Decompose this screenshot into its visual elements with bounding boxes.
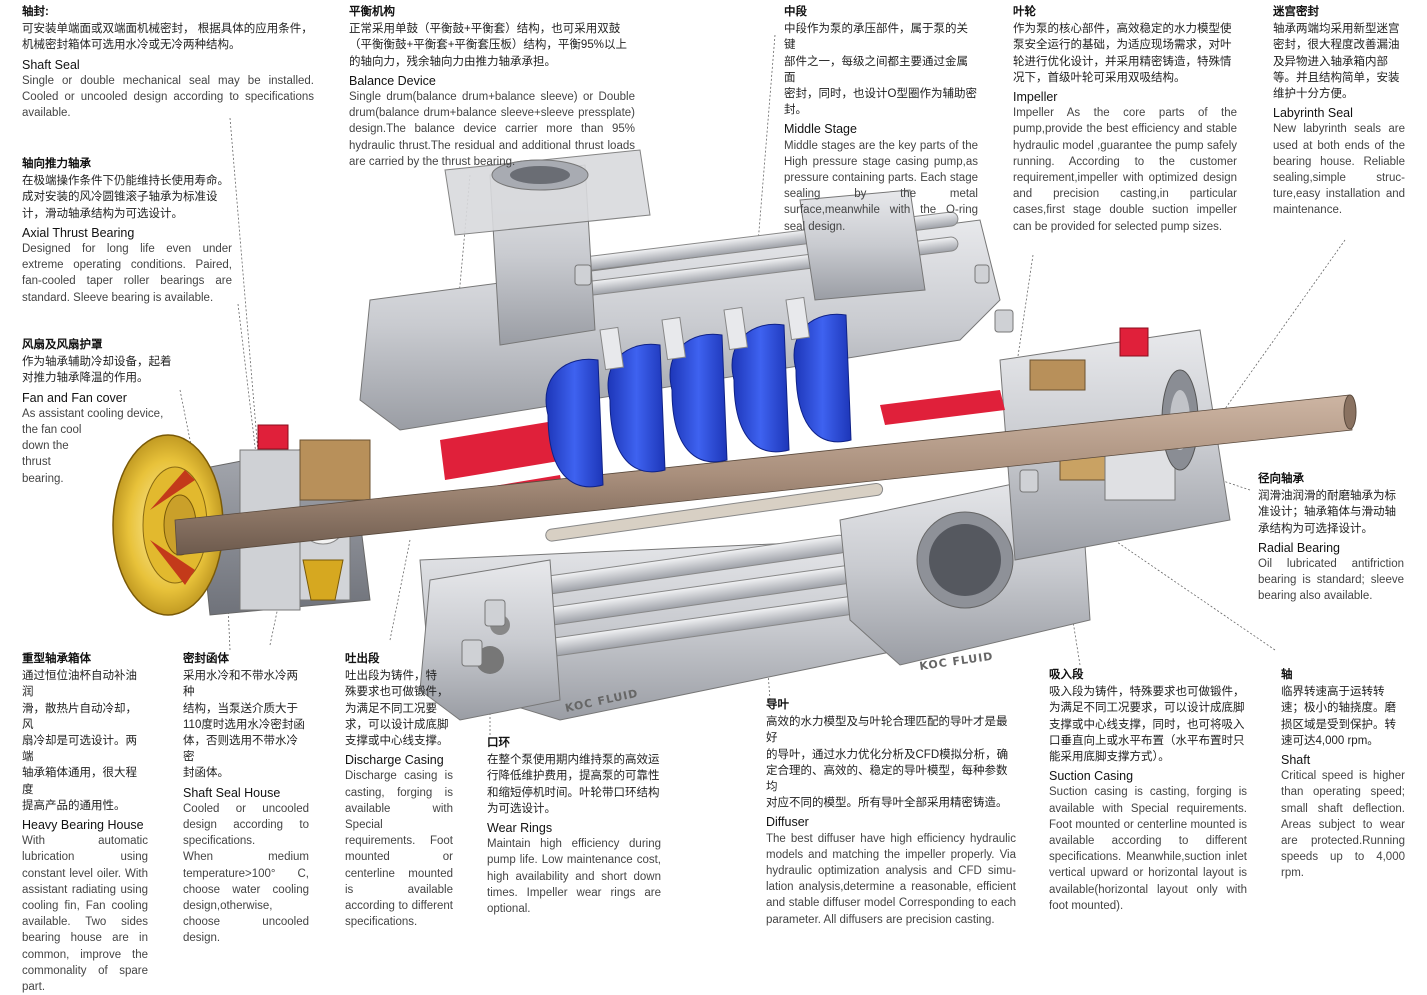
callout-fan: 风扇及风扇护罩 作为轴承辅助冷却设备，起着 对推力轴承降温的作用。 Fan an… [22, 337, 182, 487]
radial-cn-title: 径向轴承 [1258, 473, 1304, 485]
discharge-en-title: Discharge Casing [345, 753, 444, 768]
wear-cn-title: 口环 [487, 737, 510, 749]
axial-thrust-cn-title: 轴向推力轴承 [22, 158, 91, 170]
axial-thrust-en-text: Designed for long life even under extrem… [22, 243, 232, 304]
suction-cn-text: 吸入段为铸件，特殊要求也可做锻件， 为满足不同工况要求，可以设计成底脚 支撑或中… [1049, 686, 1245, 764]
discharge-en-text: Discharge casing is casting, forging is … [345, 770, 453, 929]
suction-en-title: Suction Casing [1049, 769, 1134, 784]
discharge-cn-text: 吐出段为铸件，特 殊要求也可做锻件， 为满足不同工况要 求，可以设计成底脚 支撑… [345, 670, 449, 748]
pump-cutaway-diagram: KOC FLUID KOC FLUID [112, 34, 1357, 735]
shaft-seal-cn-text: 可安装单端面或双端面机械密封， 根据具体的应用条件， 机械密封箱体可选用水冷或无… [22, 23, 313, 52]
diffuser-en-text: The best diffuser have high efficiency h… [766, 832, 1016, 926]
impeller-en-title: Impeller [1013, 90, 1058, 105]
heavy-cn-text: 通过恒位油杯自动补油润 滑，散热片自动冷却，风 扇冷却是可选设计。两端 轴承箱体… [22, 670, 137, 812]
callout-labyrinth: 迷宫密封 轴承两端均采用新型迷宫 密封，很大程度改善漏油 及异物进入轴承箱内部 … [1273, 4, 1405, 219]
shaft-en-title: Shaft [1281, 753, 1311, 768]
callout-radial-bearing: 径向轴承 润滑油润滑的耐磨轴承为标 准设计；轴承箱体与滑动轴 承结构为可选择设计… [1258, 471, 1404, 605]
balance-en-title: Balance Device [349, 73, 436, 88]
seal-house-cn-title: 密封函体 [183, 653, 229, 665]
fan-en-title: Fan and Fan cover [22, 390, 127, 405]
upper-casing [359, 149, 1001, 431]
middle-en-text: Middle stages are the key parts of the H… [784, 139, 978, 233]
callout-axial-thrust: 轴向推力轴承 在极端操作条件下仍能维持长使用寿命。 成对安装的风冷圆锥滚子轴承为… [22, 156, 232, 306]
callout-suction: 吸入段 吸入段为铸件，特殊要求也可做锻件， 为满足不同工况要求，可以设计成底脚 … [1049, 667, 1247, 914]
heavy-en-text: With automatic lubrication using constan… [22, 835, 148, 994]
diffuser-cn-title: 导叶 [766, 699, 789, 711]
shaft-seal-cn-title: 轴封: [22, 6, 49, 18]
impeller-cn-text: 作为泵的核心部件，高效稳定的水力模型使 泵安全运行的基础，为适应现场需求，对叶 … [1013, 23, 1232, 84]
diffuser-cn-text: 高效的水力模型及与叶轮合理匹配的导叶才是最好 的导叶，通过水力优化分析及CFD模… [766, 716, 1009, 810]
wear-en-title: Wear Rings [487, 821, 553, 836]
heavy-en-title: Heavy Bearing House [22, 818, 144, 833]
bolts [461, 264, 1039, 667]
middle-cn-title: 中段 [784, 6, 807, 18]
radial-cn-text: 润滑油润滑的耐磨轴承为标 准设计；轴承箱体与滑动轴 承结构为可选择设计。 [1258, 490, 1396, 535]
shaft-cn-title: 轴 [1281, 669, 1293, 681]
shaft [174, 394, 1357, 556]
shaft-seal-en-title: Shaft Seal [22, 57, 80, 72]
axial-thrust-en-title: Axial Thrust Bearing [22, 225, 135, 240]
seal-house-en-text: Cooled or uncooled design according to s… [183, 802, 309, 945]
callout-seal-house: 密封函体 采用水冷和不带水冷两种 结构，当泵送介质大于 110度时选用水冷密封函… [183, 651, 309, 947]
discharge-cn-title: 吐出段 [345, 653, 380, 665]
fan-cn-title: 风扇及风扇护罩 [22, 339, 103, 351]
shaft-en-text: Critical speed is higher than operating … [1281, 770, 1405, 880]
callout-discharge: 吐出段 吐出段为铸件，特 殊要求也可做锻件， 为满足不同工况要 求，可以设计成底… [345, 651, 453, 930]
wear-cn-text: 在整个泵使用期内维持泵的高效运 行降低维护费用，提高泵的可靠性 和缩短停机时间。… [487, 754, 660, 815]
shaft-cn-text: 临界转速高于运转转 速；极小的轴挠度。磨 损区域是受到保护。转 速可达4,000… [1281, 686, 1396, 747]
suction-cn-title: 吸入段 [1049, 669, 1084, 681]
impeller-en-text: Impeller As the core parts of the pump,p… [1013, 107, 1237, 233]
heavy-cn-title: 重型轴承箱体 [22, 653, 91, 665]
callout-shaft: 轴 临界转速高于运转转 速；极小的轴挠度。磨 损区域是受到保护。转 速可达4,0… [1281, 667, 1405, 882]
fan-cn-text: 作为轴承辅助冷却设备，起着 对推力轴承降温的作用。 [22, 356, 172, 385]
callout-heavy-bearing: 重型轴承箱体 通过恒位油杯自动补油润 滑，散热片自动冷却，风 扇冷却是可选设计。… [22, 651, 148, 995]
middle-en-title: Middle Stage [784, 122, 857, 137]
middle-cn-text: 中段作为泵的承压部件，属于泵的关键 部件之一，每级之间都主要通过金属面 密封，同… [784, 23, 977, 117]
seal-house-en-title: Shaft Seal House [183, 785, 281, 800]
balance-cn-text: 正常采用单鼓（平衡鼓+平衡套）结构，也可采用双鼓 （平衡衡鼓+平衡套+平衡套压板… [349, 23, 627, 68]
seal-house-cn-text: 采用水冷和不带水冷两种 结构，当泵送介质大于 110度时选用水冷密封函 体，否则… [183, 670, 305, 780]
callout-middle-stage: 中段 中段作为泵的承压部件，属于泵的关键 部件之一，每级之间都主要通过金属面 密… [784, 4, 978, 235]
labyrinth-en-text: New labyrinth seals are used at both end… [1273, 123, 1405, 217]
lower-casing [419, 469, 1091, 721]
balance-cn-title: 平衡机构 [349, 6, 395, 18]
labyrinth-en-title: Labyrinth Seal [1273, 106, 1353, 121]
diffuser-en-title: Diffuser [766, 815, 809, 830]
shaft-seal-en-text: Single or double mechanical seal may be … [22, 74, 314, 120]
callout-shaft-seal: 轴封: 可安装单端面或双端面机械密封， 根据具体的应用条件， 机械密封箱体可选用… [22, 4, 314, 121]
callout-impeller: 叶轮 作为泵的核心部件，高效稳定的水力模型使 泵安全运行的基础，为适应现场需求，… [1013, 4, 1237, 235]
suction-en-text: Suction casing is casting, forging is av… [1049, 786, 1247, 912]
labyrinth-cn-text: 轴承两端均采用新型迷宫 密封，很大程度改善漏油 及异物进入轴承箱内部 等。并且结… [1273, 23, 1400, 101]
radial-en-text: Oil lubricated antifriction bearing is s… [1258, 558, 1404, 603]
radial-en-title: Radial Bearing [1258, 540, 1340, 555]
axial-thrust-cn-text: 在极端操作条件下仍能维持长使用寿命。 成对安装的风冷圆锥滚子轴承为标准设 计，滑… [22, 175, 229, 220]
wear-en-text: Maintain high efficiency during pump lif… [487, 838, 661, 916]
balance-en-text: Single drum(balance drum+balance sleeve)… [349, 91, 635, 168]
callout-balance: 平衡机构 正常采用单鼓（平衡鼓+平衡套）结构，也可采用双鼓 （平衡衡鼓+平衡套+… [349, 4, 635, 170]
fan-en-text: As assistant cooling device, the fan coo… [22, 407, 164, 485]
impeller-cn-title: 叶轮 [1013, 6, 1036, 18]
callout-diffuser: 导叶 高效的水力模型及与叶轮合理匹配的导叶才是最好 的导叶，通过水力优化分析及C… [766, 697, 1016, 928]
callout-wear-rings: 口环 在整个泵使用期内维持泵的高效运 行降低维护费用，提高泵的可靠性 和缩短停机… [487, 735, 661, 917]
labyrinth-cn-title: 迷宫密封 [1273, 6, 1319, 18]
impeller-stages [545, 296, 852, 488]
